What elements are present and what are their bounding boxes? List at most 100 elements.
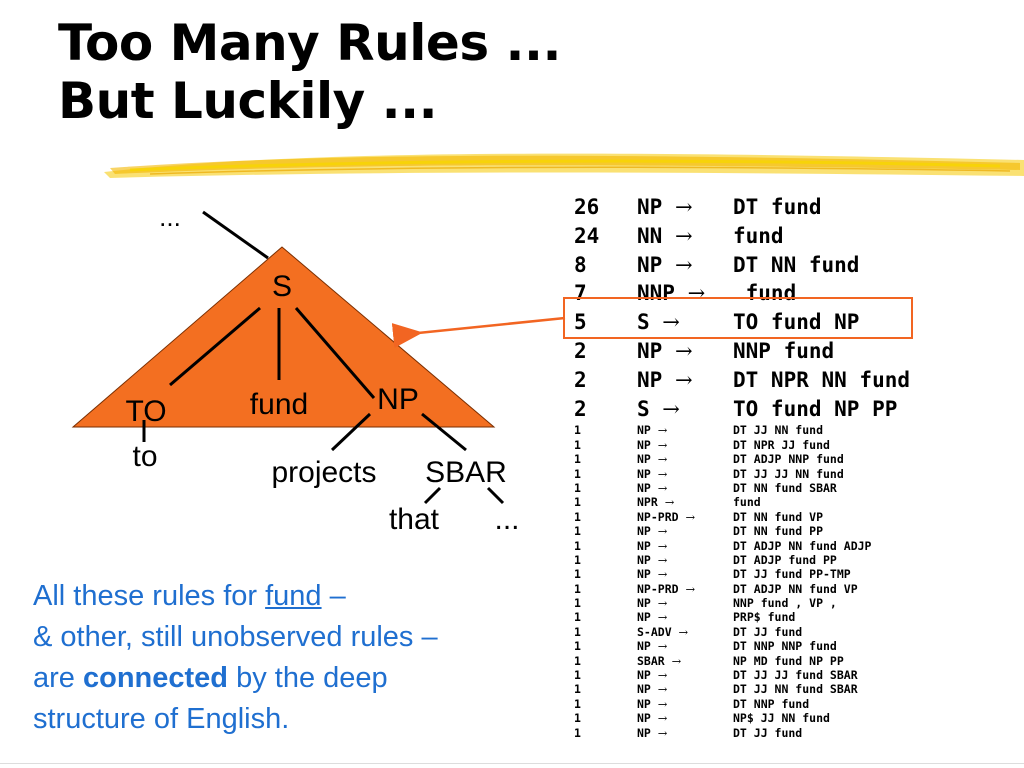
rare-rule-row: 1 NP → DT NNP NNP fund xyxy=(574,639,910,653)
rewrite-arrow-icon: → xyxy=(662,310,680,335)
rule-rhs: fund xyxy=(733,281,797,306)
rule-lhs: NP-PRD → xyxy=(637,581,696,596)
rule-lhs: S-ADV → xyxy=(637,624,689,639)
rule-lhs: NP → xyxy=(637,195,693,219)
rule-rhs: TO fund NP xyxy=(733,310,860,335)
rewrite-arrow-icon: → xyxy=(657,423,668,438)
rewrite-arrow-icon: → xyxy=(657,567,668,582)
rewrite-arrow-icon: → xyxy=(671,653,682,668)
rule-lhs: NP → xyxy=(637,711,668,726)
rule-rhs: NP$ JJ NN fund xyxy=(733,711,830,726)
caption-line-1-pre: All these rules for xyxy=(33,580,266,612)
highlighted-rule-box xyxy=(563,297,913,339)
rule-lhs: NP → xyxy=(637,338,693,363)
rewrite-arrow-icon: → xyxy=(674,338,693,363)
node-fund-label: fund xyxy=(250,388,308,421)
rule-lhs: NP → xyxy=(637,524,668,539)
rewrite-arrow-icon: → xyxy=(657,711,668,726)
rule-count: 24 xyxy=(574,223,600,248)
rule-count: 1 xyxy=(574,711,581,726)
rule-lhs: NP → xyxy=(637,682,668,697)
rule-rhs: DT fund xyxy=(733,195,822,219)
rule-lhs: NPR → xyxy=(637,495,675,510)
top-ellipsis-label: ... xyxy=(159,202,181,232)
caption-line-3-post: by the deep xyxy=(228,662,388,694)
rule-count: 1 xyxy=(574,696,581,711)
rule-count: 1 xyxy=(574,538,581,553)
rule-lhs: NP → xyxy=(637,725,668,740)
frequent-rule-row: 26 NP → DT fund xyxy=(574,193,910,222)
rule-count: 26 xyxy=(574,195,600,219)
rewrite-arrow-icon: → xyxy=(657,552,668,567)
rule-rhs: DT NN fund xyxy=(733,252,860,277)
rewrite-arrow-icon: → xyxy=(674,367,693,392)
rule-count: 1 xyxy=(574,509,581,524)
edge-np-sbar xyxy=(421,412,467,452)
node-np-label: NP xyxy=(377,383,419,416)
rule-rhs: DT JJ JJ fund SBAR xyxy=(733,668,858,683)
rule-rhs: DT JJ NN fund xyxy=(733,423,824,438)
rule-lhs: NP → xyxy=(637,610,668,625)
rule-rhs: DT ADJP NNP fund xyxy=(733,452,844,467)
rule-count: 2 xyxy=(574,396,587,421)
rule-lhs: NP → xyxy=(637,538,668,553)
rewrite-arrow-icon: → xyxy=(657,682,668,697)
caption-line-1-post: – xyxy=(321,580,346,612)
rule-rhs: DT ADJP NN fund VP xyxy=(733,581,858,596)
caption-line-3-pre: are xyxy=(33,662,83,694)
rule-lhs: S → xyxy=(637,310,680,335)
rule-count: 1 xyxy=(574,524,581,539)
node-s-label: S xyxy=(272,270,292,303)
rule-count: 1 xyxy=(574,596,581,611)
rule-lhs: NP → xyxy=(637,639,668,654)
rule-rhs: NP MD fund NP PP xyxy=(733,653,844,668)
rule-lhs: NP → xyxy=(637,367,693,392)
rule-count: 1 xyxy=(574,581,581,596)
rewrite-arrow-icon: → xyxy=(657,610,668,625)
rule-lhs: NP-PRD → xyxy=(637,509,696,524)
rule-rhs: DT JJ JJ NN fund xyxy=(733,466,844,481)
rule-lhs: NNP → xyxy=(637,281,706,306)
rule-rhs: DT JJ NN fund SBAR xyxy=(733,682,858,697)
rule-rhs: NNP fund , VP , xyxy=(733,596,837,611)
rule-rhs: DT NN fund SBAR xyxy=(733,480,837,495)
caption-line-2: & other, still unobserved rules – xyxy=(33,621,438,653)
rewrite-arrow-icon: → xyxy=(662,396,680,421)
rewrite-arrow-icon: → xyxy=(678,624,689,639)
rewrite-arrow-icon: → xyxy=(685,581,696,596)
rule-count: 1 xyxy=(574,552,581,567)
rule-count: 1 xyxy=(574,639,581,654)
rule-rhs: DT NNP NNP fund xyxy=(733,639,837,654)
rewrite-arrow-icon: → xyxy=(685,509,696,524)
rare-rule-row: 1 NP-PRD → DT ADJP NN fund VP xyxy=(574,582,910,596)
rewrite-arrow-icon: → xyxy=(657,639,668,654)
rule-rhs: DT JJ fund PP-TMP xyxy=(733,567,851,582)
rewrite-arrow-icon: → xyxy=(664,495,675,510)
rule-count: 2 xyxy=(574,367,587,392)
rule-lhs: SBAR → xyxy=(637,653,682,668)
caption-fund-word: fund xyxy=(265,580,322,612)
rule-count: 2 xyxy=(574,338,587,363)
tree-triangle xyxy=(71,246,496,428)
frequent-rule-row: 5 S → TO fund NP xyxy=(574,308,910,337)
rule-count: 5 xyxy=(574,310,587,335)
node-sbar-label: SBAR xyxy=(425,456,507,489)
rewrite-arrow-icon: → xyxy=(657,452,668,467)
rule-rhs: DT NPR JJ fund xyxy=(733,437,830,452)
rule-lhs: NP → xyxy=(637,423,668,438)
rule-rhs: TO fund NP PP xyxy=(733,396,898,421)
rule-lhs: NN → xyxy=(637,223,693,248)
edge-np-projects xyxy=(330,412,372,452)
